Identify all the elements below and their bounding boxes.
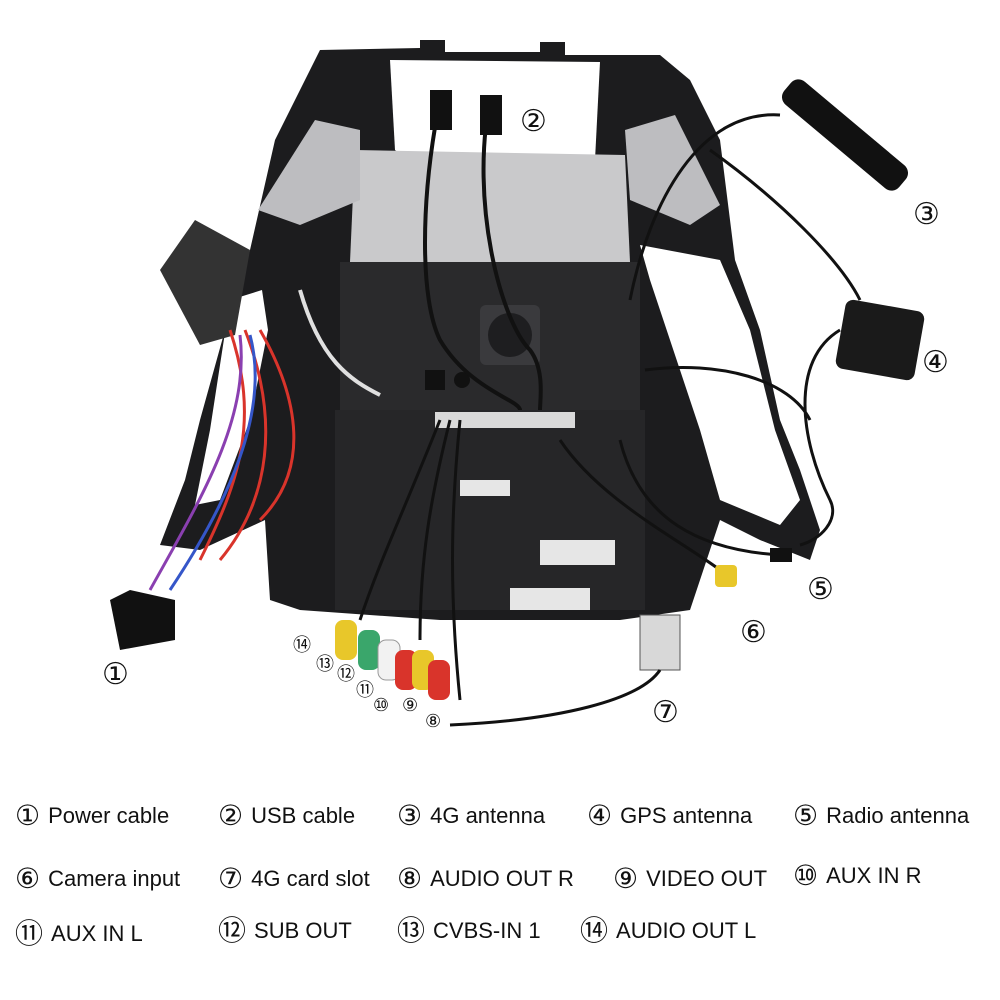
callout-8: ⑧	[425, 711, 442, 732]
legend-number: ⑧	[397, 862, 423, 895]
metal-brackets	[258, 115, 720, 262]
legend-label: Camera input	[48, 866, 181, 891]
callout-3: ③	[913, 197, 940, 232]
legend-label: VIDEO OUT	[646, 866, 768, 891]
legend-number: ⑨	[613, 862, 639, 895]
callout-11: ⑪	[356, 680, 374, 701]
legend-item-camera-input: ⑥ Camera input	[15, 865, 180, 893]
legend-label: AUX IN R	[826, 863, 922, 888]
callout-13: ⑬	[316, 654, 334, 675]
usb-cables	[423, 90, 543, 411]
legend-label: SUB OUT	[254, 918, 352, 943]
legend-label: Radio antenna	[826, 803, 970, 828]
4g-antenna	[628, 79, 909, 301]
legend-item-sub-out: ⑫ SUB OUT	[218, 917, 352, 945]
legend-label: Power cable	[48, 803, 170, 828]
legend-item-gps-antenna: ④ GPS antenna	[587, 802, 752, 830]
legend-item-audio-out-r: ⑧ AUDIO OUT R	[397, 865, 574, 893]
legend-item-radio-antenna: ⑤ Radio antenna	[793, 802, 969, 830]
callout-12: ⑫	[337, 664, 355, 685]
legend-item-4g-antenna: ③ 4G antenna	[397, 802, 545, 830]
legend-number: ②	[218, 799, 244, 832]
legend-number: ⑭	[580, 914, 609, 947]
legend-item-aux-in-l: ⑪ AUX IN L	[15, 920, 143, 948]
rca-connectors	[335, 419, 462, 701]
head-unit-rear-photo	[110, 40, 925, 727]
legend-label: AUX IN L	[51, 921, 143, 946]
legend-number: ⑪	[15, 917, 44, 950]
legend-item-video-out: ⑨ VIDEO OUT	[613, 865, 767, 893]
power-harness	[110, 220, 381, 650]
legend-item-usb-cable: ② USB cable	[218, 802, 355, 830]
callout-6: ⑥	[740, 615, 767, 650]
legend-label: AUDIO OUT R	[430, 866, 574, 891]
legend-item-power-cable: ① Power cable	[15, 802, 169, 830]
callout-2: ②	[520, 104, 547, 139]
legend-label: AUDIO OUT L	[616, 918, 757, 943]
legend-number: ①	[15, 799, 41, 832]
chassis	[335, 262, 645, 610]
legend-number: ④	[587, 799, 613, 832]
legend-label: 4G antenna	[430, 803, 546, 828]
legend-number: ⑥	[15, 862, 41, 895]
gps-antenna	[644, 299, 925, 547]
callout-9: ⑨	[402, 695, 419, 716]
legend-number: ⑫	[218, 914, 247, 947]
callout-1: ①	[102, 657, 129, 692]
legend-number: ③	[397, 799, 423, 832]
legend-number: ⑤	[793, 799, 819, 832]
legend-number: ⑩	[793, 859, 819, 892]
legend-number: ⑦	[218, 862, 244, 895]
legend-item-cvbs-in-1: ⑬ CVBS-IN 1	[397, 917, 541, 945]
4g-card-slot	[449, 614, 681, 727]
callout-14: ⑭	[293, 635, 311, 656]
callout-7: ⑦	[652, 695, 679, 730]
legend-label: CVBS-IN 1	[433, 918, 541, 943]
legend-item-audio-out-l: ⑭ AUDIO OUT L	[580, 917, 756, 945]
legend-item-aux-in-r: ⑩ AUX IN R	[793, 862, 921, 890]
legend-label: USB cable	[251, 803, 356, 828]
radio-camera-cables	[558, 439, 792, 587]
callout-4: ④	[922, 345, 949, 380]
legend-label: GPS antenna	[620, 803, 753, 828]
legend-number: ⑬	[397, 914, 426, 947]
callout-5: ⑤	[807, 572, 834, 607]
legend-label: 4G card slot	[251, 866, 370, 891]
legend-item-4g-card-slot: ⑦ 4G card slot	[218, 865, 370, 893]
callout-10: ⑩	[373, 695, 390, 716]
